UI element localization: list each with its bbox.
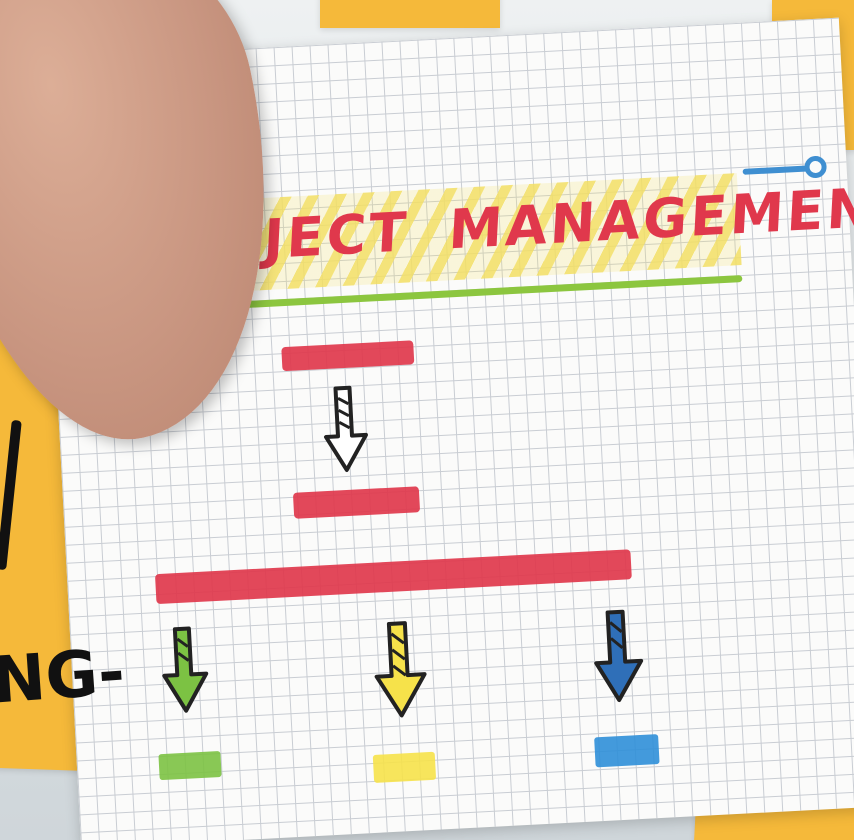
top-level-bar — [281, 340, 415, 372]
blue-task-chip — [594, 734, 660, 768]
down-arrow-icon — [374, 621, 427, 718]
wide-level-bar — [154, 549, 632, 605]
green-task-chip — [158, 750, 222, 781]
sticky-note-top — [320, 0, 500, 28]
down-arrow-icon — [594, 609, 644, 703]
down-arrow-icon — [324, 385, 368, 472]
yellow-task-chip — [372, 751, 437, 783]
pin-line — [742, 165, 813, 175]
down-arrow-icon — [162, 626, 209, 713]
pin-icon — [804, 155, 828, 179]
second-level-bar — [292, 486, 421, 519]
side-note-text: NG- — [0, 635, 128, 719]
